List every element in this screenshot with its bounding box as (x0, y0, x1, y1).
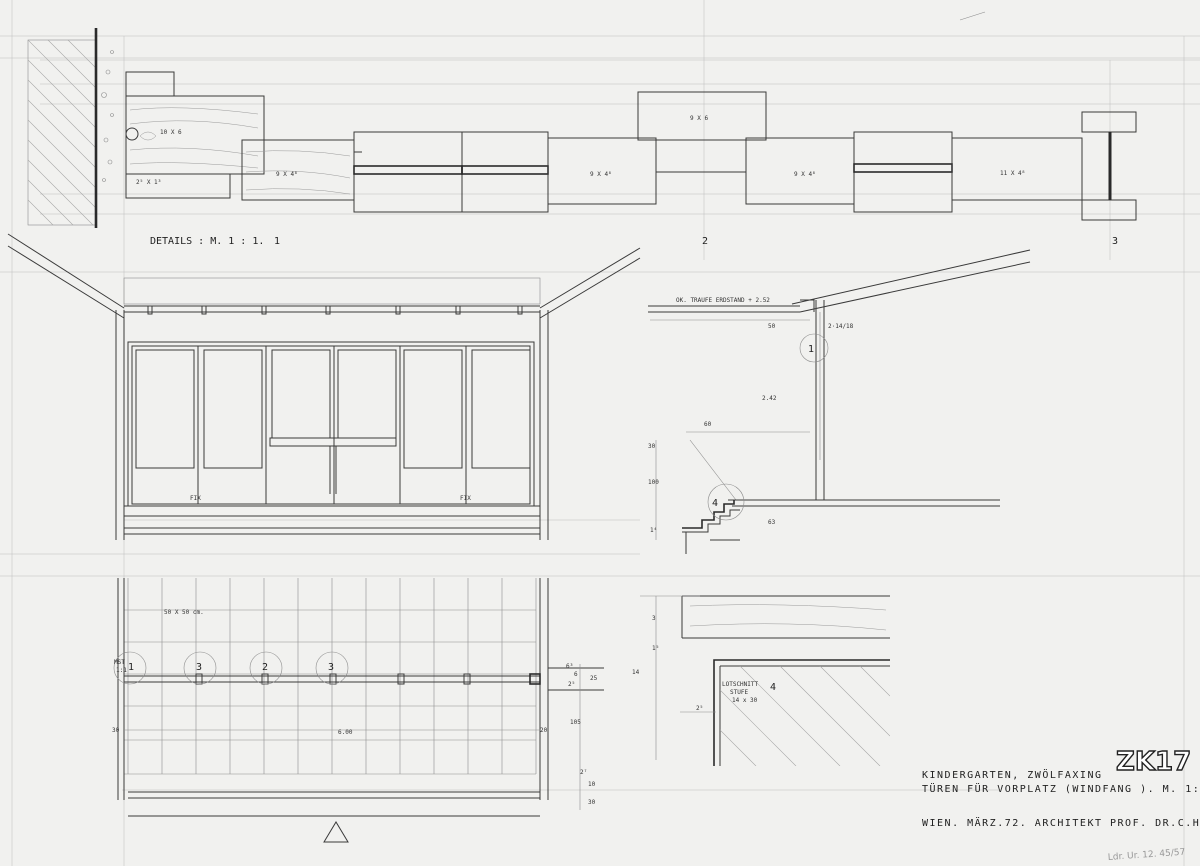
dim-10-plan: 10 (588, 781, 596, 788)
title-line-2: TÜREN FÜR VORPLATZ (WINDFANG ). M. 1: 20 (922, 782, 1200, 795)
stair-dim-25: 2⁵ (696, 705, 703, 712)
detail-number-1: 1 (274, 236, 280, 247)
zk17-logo: ZK17 (1116, 747, 1191, 777)
stair-dim-14: 14 (632, 669, 640, 676)
title-line-1: KINDERGARTEN, ZWÖLFAXING (922, 768, 1103, 781)
title-line-3: WIEN. MÄRZ.72. ARCHITEKT PROF. DR.C.HOLZ… (922, 816, 1200, 829)
stair-dim-3: 3 (652, 615, 656, 622)
mst-scale: 1:1 (116, 667, 127, 674)
plan-marker: 3 (328, 662, 334, 673)
dim-60: 60 (704, 421, 712, 428)
tile-note: 50 X 50 cm. (164, 609, 204, 616)
dim-242: 2.42 (762, 395, 777, 402)
details-title: DETAILS : M. 1 : 1. (150, 236, 264, 247)
dim-25b-plan: 2⁵ (568, 681, 575, 688)
dim-6-plan: 6 (574, 671, 578, 678)
dim-14: 1⁴ (650, 527, 657, 534)
mst-label: MST (114, 659, 125, 666)
north-arrow-icon (323, 821, 349, 843)
section-marker-4: 4 (712, 498, 718, 509)
dim-30b-plan: 30 (588, 799, 596, 806)
plan-marker: 2 (262, 662, 268, 673)
dim-63-plan: 6³ (566, 663, 573, 670)
dim-50: 50 (768, 323, 776, 330)
details-strip: 10 X 6 2⁵ X 1³ 9 X 4⁸ 9 X 4⁸ 9 X 6 9 X 4… (27, 28, 1137, 247)
pencil-archive-note: Ldr. Ur. 12. 45/57 (1108, 848, 1186, 863)
side-section: OK. TRAUFE ERDSTAND + 2.52 50 2·14/18 1 … (648, 249, 1031, 554)
dim-100: 100 (648, 479, 659, 486)
detail-number-2: 2 (702, 236, 708, 247)
dim-25-plan: 25 (590, 675, 598, 682)
stair-detail: 3 1⁵ 14 2⁵ LOTSCHNITT STUFE 14 x 30 4 (632, 595, 890, 766)
detail-label: 9 X 4⁸ (590, 171, 612, 178)
dim-30: 30 (648, 443, 656, 450)
dim-20-right: 20 (540, 727, 548, 734)
plan-width: 6.00 (338, 729, 353, 736)
stair-note-2: STUFE (730, 689, 748, 696)
front-elevation: FIX FIX (7, 233, 641, 540)
stair-note-3: 14 x 30 (732, 697, 758, 704)
dim-63: 63 (768, 519, 776, 526)
plan-marker: 3 (196, 662, 202, 673)
section-marker-1: 1 (808, 344, 814, 355)
plan-marker: 1 (128, 662, 134, 673)
eave-note: OK. TRAUFE ERDSTAND + 2.52 (676, 297, 770, 304)
dim-27-plan: 2⁷ (580, 769, 587, 776)
title-block: ZK17 KINDERGARTEN, ZWÖLFAXING TÜREN FÜR … (922, 746, 1200, 863)
dim-214: 2·14/18 (828, 323, 854, 330)
floor-plan: 50 X 50 cm. 1 3 2 3 MST 1:1 6.00 (112, 578, 604, 843)
detail-label: 9 X 4⁸ (794, 171, 816, 178)
detail-label: 11 X 4⁸ (1000, 170, 1025, 177)
plaster-texture (101, 50, 114, 182)
stair-note-1: LOTSCHNITT (722, 681, 759, 688)
stair-dim-15: 1⁵ (652, 645, 659, 652)
fix-label-left: FIX (190, 495, 201, 502)
detail-number-3: 3 (1112, 236, 1118, 247)
dim-30-left: 30 (112, 727, 120, 734)
detail-label: 9 X 4⁸ (276, 171, 298, 178)
rafter-ticks (147, 305, 523, 315)
detail-label: 2⁵ X 1³ (136, 179, 161, 186)
fix-label-right: FIX (460, 495, 471, 502)
detail-label: 9 X 6 (690, 115, 708, 122)
detail-label: 10 X 6 (160, 129, 182, 136)
stair-marker-4: 4 (770, 682, 776, 693)
dim-105: 105 (570, 719, 581, 726)
